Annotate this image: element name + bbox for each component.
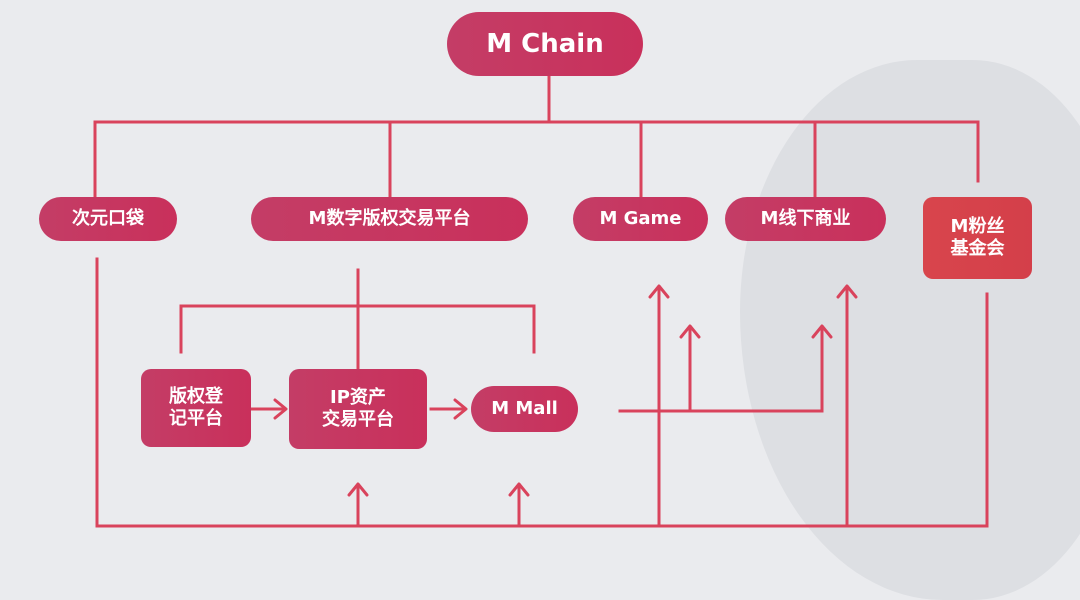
node-m-game: M Game <box>573 197 708 241</box>
node-label: M数字版权交易平台 <box>308 207 471 229</box>
connector-lines <box>93 74 989 528</box>
root-label: M Chain <box>486 28 604 59</box>
node-m-mall: M Mall <box>471 386 578 432</box>
node-offline-commerce: M线下商业 <box>725 197 886 241</box>
node-ip-asset-exchange: IP资产 交易平台 <box>289 369 427 449</box>
node-label-line-1: 版权登 <box>169 385 223 407</box>
node-label: M Game <box>599 207 682 229</box>
node-label-line-2: 基金会 <box>950 238 1005 259</box>
root-node-m-chain: M Chain <box>447 12 643 76</box>
node-label: M线下商业 <box>760 207 851 229</box>
node-dimension-pocket: 次元口袋 <box>39 197 177 241</box>
node-copyright-registration: 版权登 记平台 <box>141 369 251 447</box>
node-digital-copyright-platform: M数字版权交易平台 <box>251 197 528 241</box>
node-label-line-1: IP资产 <box>330 386 386 408</box>
node-label-line-2: 记平台 <box>169 408 223 429</box>
node-label-line-1: M粉丝 <box>950 215 1005 237</box>
node-label: 次元口袋 <box>72 207 144 229</box>
node-fan-foundation: M粉丝 基金会 <box>923 197 1032 279</box>
background-shape <box>740 60 1080 600</box>
node-label-line-2: 交易平台 <box>322 409 394 430</box>
node-label: M Mall <box>491 397 558 419</box>
